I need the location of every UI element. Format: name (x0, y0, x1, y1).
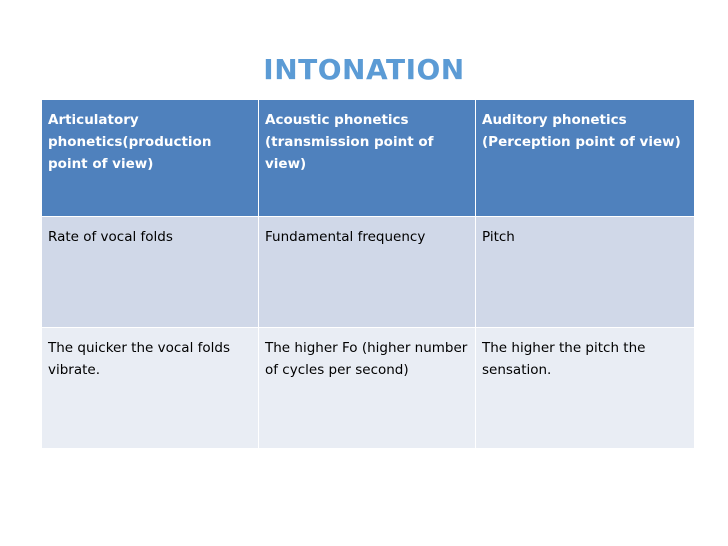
table-cell: The higher the pitch the sensation. (475, 327, 695, 449)
table-cell: The quicker the vocal folds vibrate. (41, 327, 259, 449)
comparison-table: Articulatory phonetics(production point … (41, 99, 695, 449)
table-row: Rate of vocal folds Fundamental frequenc… (41, 216, 695, 328)
header-cell-articulatory: Articulatory phonetics(production point … (41, 99, 259, 217)
header-cell-acoustic: Acoustic phonetics (transmission point o… (258, 99, 476, 217)
table-cell: The higher Fo (higher number of cycles p… (258, 327, 476, 449)
table-row: The quicker the vocal folds vibrate. The… (41, 327, 695, 449)
slide-title: INTONATION (263, 53, 465, 86)
table-header-row: Articulatory phonetics(production point … (41, 99, 695, 217)
table-cell: Rate of vocal folds (41, 216, 259, 328)
table-cell: Fundamental frequency (258, 216, 476, 328)
table-cell: Pitch (475, 216, 695, 328)
header-cell-auditory: Auditory phonetics (Perception point of … (475, 99, 695, 217)
